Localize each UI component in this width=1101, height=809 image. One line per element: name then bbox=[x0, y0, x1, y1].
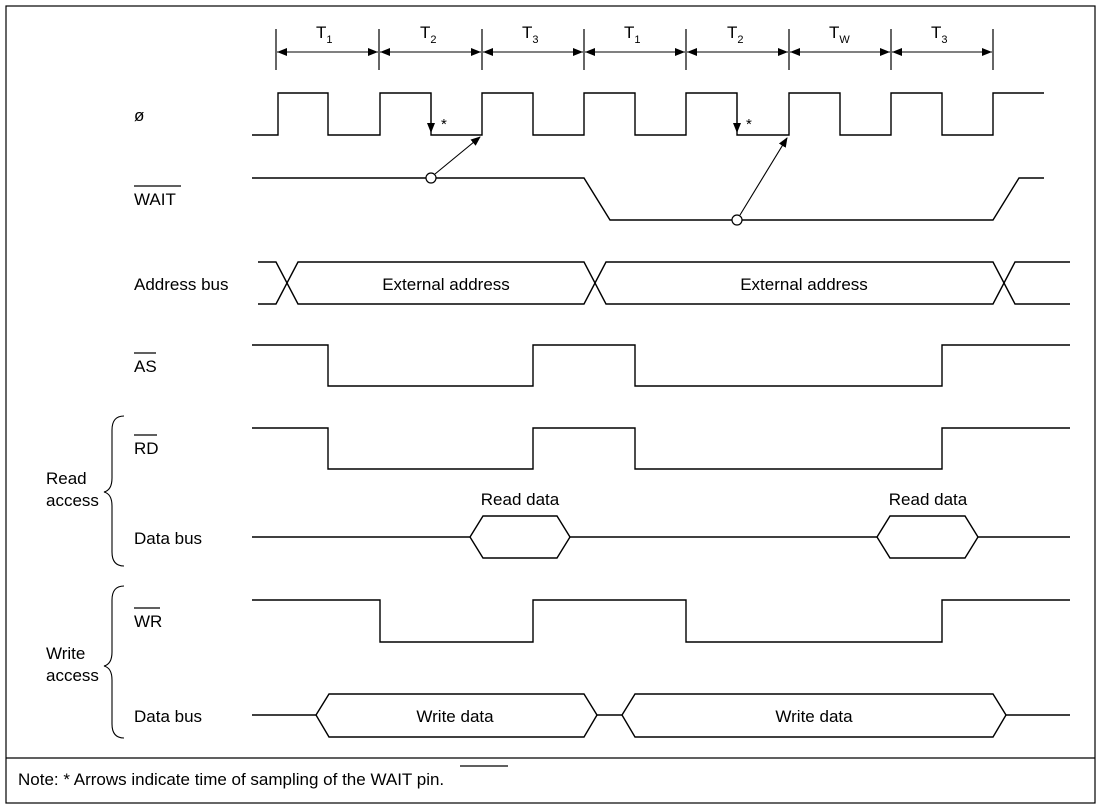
signal-label-write-data-bus: Data bus bbox=[134, 707, 202, 726]
wait-sample-link-arrow bbox=[739, 137, 788, 216]
phase-label-t2: T2 bbox=[420, 23, 437, 46]
phase-arrowhead bbox=[483, 48, 493, 56]
diagram-frame bbox=[5, 5, 1096, 804]
phase-label-t2: T2 bbox=[727, 23, 744, 46]
read-data-bus-waveform bbox=[469, 536, 979, 559]
phase-label-t1: T1 bbox=[624, 23, 641, 46]
address-bus-value: External address bbox=[382, 275, 510, 294]
write-data-bus-waveform bbox=[315, 714, 1007, 738]
phase-arrowhead bbox=[277, 48, 287, 56]
read-data-bus-waveform bbox=[252, 515, 1070, 538]
phase-arrowhead bbox=[675, 48, 685, 56]
signal-label-wr: WR bbox=[134, 612, 162, 631]
write-data-label: Write data bbox=[416, 707, 494, 726]
phase-label-t3: T3 bbox=[931, 23, 948, 46]
phase-arrowhead bbox=[687, 48, 697, 56]
signal-label-read-data-bus: Data bus bbox=[134, 529, 202, 548]
signal-label-phi: ø bbox=[134, 106, 144, 125]
wait-waveform bbox=[252, 177, 1044, 221]
phase-arrowhead bbox=[573, 48, 583, 56]
phi-clock-waveform bbox=[252, 92, 1044, 136]
phase-arrowhead bbox=[778, 48, 788, 56]
read-data-label: Read data bbox=[889, 490, 968, 509]
address-bus-waveform bbox=[258, 261, 1070, 305]
sampling-marker: * bbox=[441, 116, 447, 133]
note-wait-signal: WAIT bbox=[370, 770, 412, 789]
wr-waveform bbox=[252, 599, 1070, 643]
write-data-label: Write data bbox=[775, 707, 853, 726]
phase-label-t1: T1 bbox=[316, 23, 333, 46]
read-access-label-line1: Read bbox=[46, 469, 87, 488]
signal-label-as: AS bbox=[134, 357, 157, 376]
phase-arrowhead bbox=[880, 48, 890, 56]
signal-label-address-bus: Address bus bbox=[134, 275, 229, 294]
sampling-marker: * bbox=[746, 116, 752, 133]
phase-arrowhead bbox=[892, 48, 902, 56]
phase-arrowhead bbox=[982, 48, 992, 56]
phase-ruler bbox=[275, 29, 994, 70]
phase-label-t3: T3 bbox=[522, 23, 539, 46]
phase-arrowhead bbox=[471, 48, 481, 56]
write-access-label-line1: Write bbox=[46, 644, 85, 663]
phase-arrowhead bbox=[368, 48, 378, 56]
wait-sample-link-arrow bbox=[434, 136, 481, 175]
signal-label-wait: WAIT bbox=[134, 190, 176, 209]
wait-sample-point bbox=[425, 172, 437, 184]
address-bus-waveform bbox=[258, 261, 1070, 305]
signal-label-rd: RD bbox=[134, 439, 159, 458]
wait-sample-point bbox=[731, 214, 743, 226]
read-data-label: Read data bbox=[481, 490, 560, 509]
phase-labels: T1 T2 T3 T1 T2 TW T3 bbox=[316, 23, 948, 46]
note-text: Note: * Arrows indicate time of sampling… bbox=[18, 770, 444, 789]
read-access-label-line2: access bbox=[46, 491, 99, 510]
phase-arrowhead bbox=[380, 48, 390, 56]
phase-arrowhead bbox=[585, 48, 595, 56]
write-access-label-line2: access bbox=[46, 666, 99, 685]
write-access-brace bbox=[103, 585, 125, 739]
address-bus-value: External address bbox=[740, 275, 868, 294]
phase-label-tw: TW bbox=[829, 23, 850, 46]
phase-arrowhead bbox=[790, 48, 800, 56]
as-waveform bbox=[252, 344, 1070, 387]
write-data-bus-waveform bbox=[252, 693, 1070, 716]
read-access-brace bbox=[103, 415, 125, 567]
rd-waveform bbox=[252, 427, 1070, 470]
